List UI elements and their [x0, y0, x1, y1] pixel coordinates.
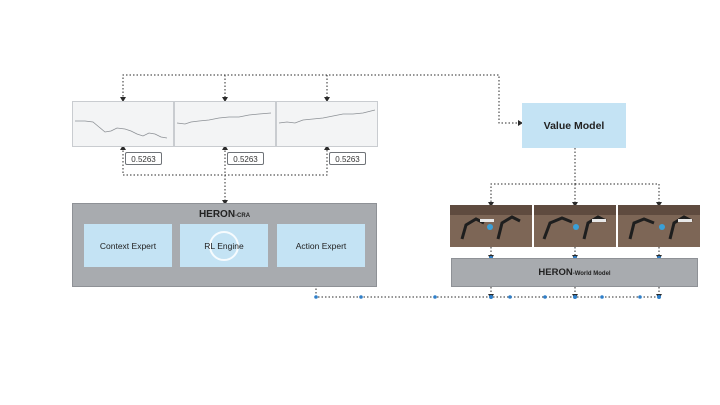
robot-frame-1	[450, 205, 532, 247]
trace-line	[176, 112, 272, 125]
arrowhead-cra	[222, 200, 228, 205]
flow-dot	[359, 295, 363, 299]
arrowhead-value-model	[518, 120, 523, 126]
flow-dot	[573, 295, 577, 299]
heron-cra-box: HERON-CRA Context Expert RL Engine Actio…	[72, 203, 377, 287]
robot-arm-image	[534, 205, 616, 247]
trace-chart	[176, 112, 272, 125]
trace-chart	[278, 109, 376, 124]
arrowhead-badge-3	[324, 145, 330, 150]
heron-world-model-title: HERON-World Model	[452, 267, 697, 278]
value-badge-2: 0.5263	[227, 152, 264, 165]
flow-dot	[638, 295, 642, 299]
flow-dot	[657, 295, 661, 299]
arrowhead-frame-2	[572, 202, 578, 207]
chart-panel-3	[276, 101, 378, 147]
arrowhead-frame-1	[488, 202, 494, 207]
chart-panel-1	[72, 101, 174, 147]
flow-dot	[314, 295, 318, 299]
rl-engine-label: RL Engine	[204, 240, 244, 251]
chart-panel-2	[174, 101, 276, 147]
value-model-box: Value Model	[522, 103, 626, 148]
trace-chart	[75, 120, 168, 139]
context-expert-label: Context Expert	[99, 240, 157, 251]
value-badge-1: 0.5263	[125, 152, 162, 165]
arrowhead-chart-2	[222, 97, 228, 102]
heron-world-model-title-main: HERON	[538, 267, 573, 278]
context-expert-box: Context Expert	[84, 224, 172, 267]
value-badge-3: 0.5263	[329, 152, 366, 165]
trace-line	[75, 120, 168, 139]
robot-frame-3	[618, 205, 700, 247]
heron-world-model-title-suffix: -World Model	[572, 271, 611, 277]
robot-arm-image	[450, 205, 532, 247]
connector-frames-right	[575, 183, 660, 205]
value-model-label: Value Model	[543, 119, 605, 132]
arrowhead-chart-1	[120, 97, 126, 102]
action-expert-box: Action Expert	[277, 224, 365, 267]
arrowhead-badge-2	[222, 145, 228, 150]
connector-value-frames	[490, 148, 576, 205]
robot-arm-image	[618, 205, 700, 247]
arrowhead-frame-3	[656, 202, 662, 207]
rl-engine-ring-icon	[209, 231, 239, 261]
rl-engine-box: RL Engine	[180, 224, 268, 267]
flow-dot	[508, 295, 512, 299]
heron-cra-title: HERON-CRA	[73, 209, 376, 220]
heron-cra-title-suffix: -CRA	[235, 213, 251, 219]
trace-line	[278, 109, 376, 124]
heron-cra-title-main: HERON	[198, 209, 236, 220]
action-expert-label: Action Expert	[295, 240, 347, 251]
arrowhead-badge-1	[120, 145, 126, 150]
flow-dot	[433, 295, 437, 299]
flow-dot	[600, 295, 604, 299]
heron-world-model-box: HERON-World Model	[451, 258, 698, 287]
robot-frame-2	[534, 205, 616, 247]
flow-dot	[543, 295, 547, 299]
flow-dot	[489, 295, 493, 299]
arrowhead-chart-3	[324, 97, 330, 102]
